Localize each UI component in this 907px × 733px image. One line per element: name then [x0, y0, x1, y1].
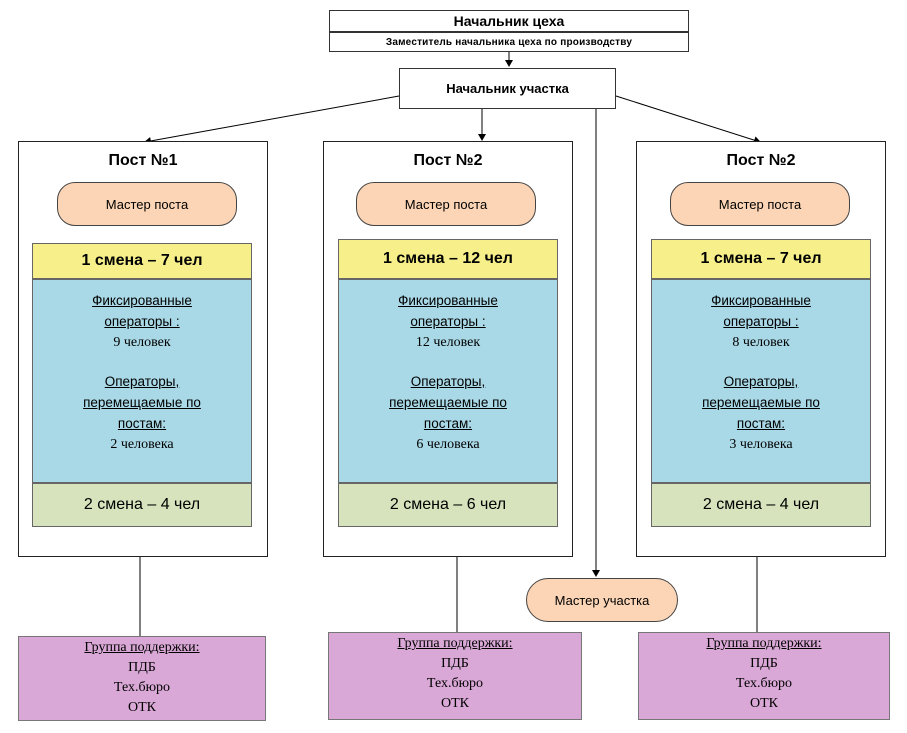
deputy-head-box: Заместитель начальника цеха по производс… — [329, 32, 689, 52]
post-2-shift2: 2 смена – 6 чел — [338, 483, 558, 527]
post-2-moving-label-3: постам: — [423, 416, 473, 431]
post-2-shift1-label: 1 смена – 12 чел — [383, 250, 513, 267]
post-2-operators: Фиксированные операторы : 12 человек Опе… — [338, 279, 558, 483]
support-2-item-pdb: ПДБ — [441, 656, 469, 671]
post-1-moving-count: 2 человека — [110, 437, 174, 452]
post-2-fixed-label-2: операторы : — [410, 314, 486, 329]
post-3-moving-label-1: Операторы, — [723, 374, 799, 389]
support-3-item-otk: ОТК — [750, 696, 778, 711]
post-2-shift1: 1 смена – 12 чел — [338, 239, 558, 279]
support-2-title: Группа поддержки: — [397, 636, 513, 651]
post-1-shift1: 1 смена – 7 чел — [32, 243, 252, 279]
support-1-title: Группа поддержки: — [84, 640, 200, 655]
area-master-label: Мастер участка — [554, 592, 650, 608]
post-3-operators: Фиксированные операторы : 8 человек Опер… — [651, 279, 871, 483]
support-group-1: Группа поддержки: ПДБ Тех.бюро ОТК — [18, 636, 266, 721]
post-2-fixed-label-1: Фиксированные — [398, 293, 498, 308]
support-3-title: Группа поддержки: — [706, 636, 822, 651]
post-3-fixed-label-2: операторы : — [723, 314, 799, 329]
post-3-master-label: Мастер поста — [718, 196, 802, 212]
support-group-3: Группа поддержки: ПДБ Тех.бюро ОТК — [638, 632, 890, 720]
post-1-title: Пост №1 — [108, 152, 178, 169]
area-head-box: Начальник участка — [399, 68, 616, 109]
support-3-item-pdb: ПДБ — [750, 656, 778, 671]
post-3-shift2: 2 смена – 4 чел — [651, 483, 871, 527]
support-group-2: Группа поддержки: ПДБ Тех.бюро ОТК — [328, 632, 582, 720]
post-2-master-label: Мастер поста — [404, 196, 488, 212]
area-head-label: Начальник участка — [446, 81, 569, 96]
post-3-shift1: 1 смена – 7 чел — [651, 239, 871, 279]
support-2-item-techbureau: Тех.бюро — [426, 676, 484, 691]
post-1-shift2: 2 смена – 4 чел — [32, 483, 252, 527]
post-3-shift1-label: 1 смена – 7 чел — [700, 250, 822, 267]
support-1-item-otk: ОТК — [128, 700, 156, 715]
post-2-shift2-label: 2 смена – 6 чел — [389, 496, 507, 513]
post-1-moving-label-3: постам: — [117, 416, 167, 431]
post-1-shift2-label: 2 смена – 4 чел — [83, 496, 201, 513]
post-1-fixed-count: 9 человек — [113, 335, 171, 350]
post-1-moving-label-2: перемещаемые по — [83, 395, 201, 410]
post-2-title: Пост №2 — [413, 152, 483, 169]
post-2-fixed-count: 12 человек — [415, 335, 481, 350]
post-1-master-label: Мастер поста — [105, 196, 189, 212]
post-1-operators: Фиксированные операторы : 9 человек Опер… — [32, 279, 252, 483]
post-3-moving-count: 3 человека — [729, 437, 793, 452]
post-1-fixed-label-2: операторы : — [104, 314, 180, 329]
post-2-moving-label-1: Операторы, — [410, 374, 486, 389]
support-1-item-techbureau: Тех.бюро — [113, 680, 171, 695]
support-2-item-otk: ОТК — [441, 696, 469, 711]
post-1-fixed-label-1: Фиксированные — [92, 293, 192, 308]
post-3-fixed-count: 8 человек — [732, 335, 790, 350]
post-3-title: Пост №2 — [726, 152, 796, 169]
post-3-fixed-label-1: Фиксированные — [711, 293, 811, 308]
post-3-moving-label-3: постам: — [736, 416, 786, 431]
post-1-shift1-label: 1 смена – 7 чел — [81, 252, 203, 269]
post-2-master: Мастер поста — [356, 182, 536, 226]
support-3-item-techbureau: Тех.бюро — [735, 676, 793, 691]
deputy-head-label: Заместитель начальника цеха по производс… — [385, 36, 633, 48]
post-1-master: Мастер поста — [57, 182, 237, 226]
shop-head-box: Начальник цеха — [329, 10, 689, 32]
post-3-shift2-label: 2 смена – 4 чел — [702, 496, 820, 513]
post-1-moving-label-1: Операторы, — [104, 374, 180, 389]
post-2-moving-label-2: перемещаемые по — [389, 395, 507, 410]
shop-head-label: Начальник цеха — [453, 13, 565, 29]
support-1-item-pdb: ПДБ — [128, 660, 156, 675]
post-3-master: Мастер поста — [670, 182, 850, 226]
post-3-moving-label-2: перемещаемые по — [702, 395, 820, 410]
post-2-moving-count: 6 человека — [416, 437, 480, 452]
area-master: Мастер участка — [526, 578, 678, 622]
